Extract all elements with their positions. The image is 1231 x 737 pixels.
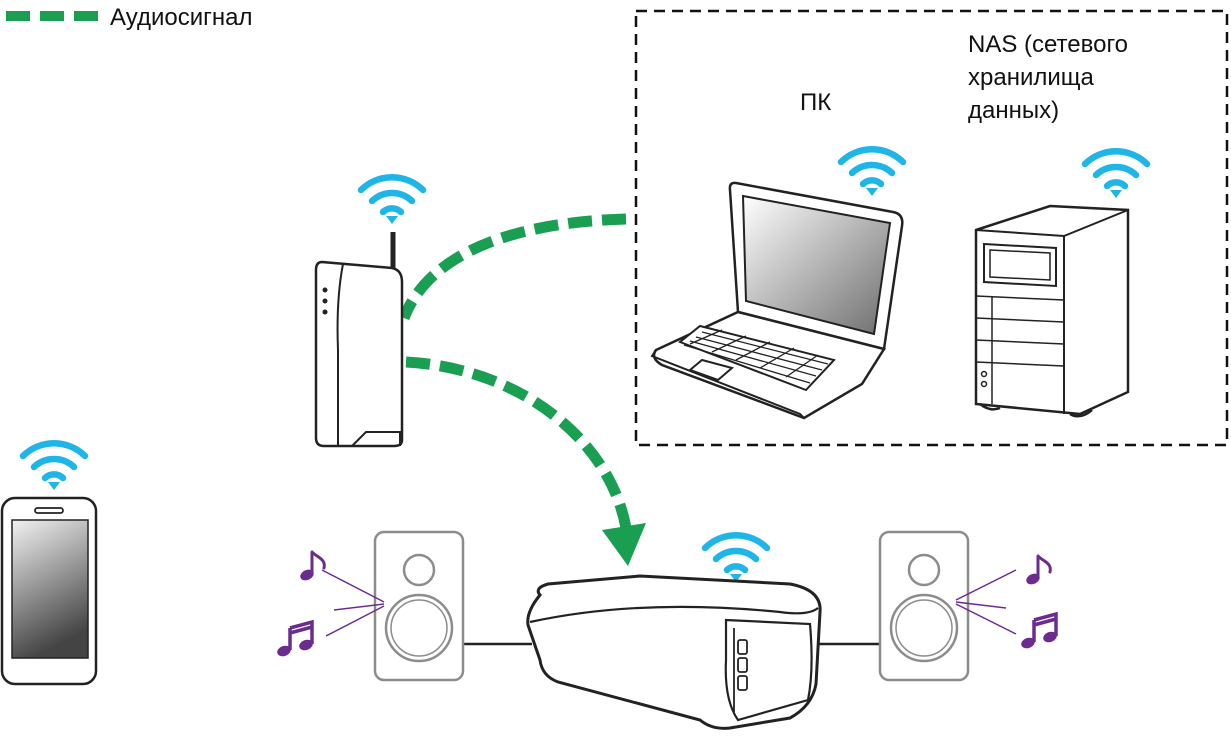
audio-signal-line-router-to-amplifier <box>405 356 632 529</box>
network-group-box <box>634 9 1229 447</box>
nas-icon <box>974 151 1147 418</box>
audio-signal-arrowhead <box>602 523 646 566</box>
wifi-icon <box>23 443 85 490</box>
speaker-right-icon <box>878 530 970 682</box>
music-note-icon <box>1017 612 1061 652</box>
wifi-icon <box>1085 151 1147 198</box>
laptop-icon <box>650 149 903 420</box>
speaker-left-icon <box>373 530 465 682</box>
nas-label: NAS (сетевого хранилища данных) <box>968 31 1129 124</box>
wifi-icon <box>361 177 423 224</box>
wifi-icon <box>705 535 767 582</box>
audio-signal-line-pc-to-router <box>398 213 627 321</box>
music-note-icon <box>273 620 317 660</box>
sound-waves-right <box>955 569 1017 635</box>
router-icon <box>314 177 423 448</box>
sound-waves-left <box>321 569 385 637</box>
legend-label: Аудиосигнал <box>110 4 253 31</box>
music-note-icon <box>297 550 326 584</box>
wifi-icon <box>841 149 903 196</box>
pc-label: ПК <box>800 89 832 116</box>
amplifier-icon <box>526 535 822 730</box>
music-note-icon <box>1023 554 1052 588</box>
smartphone-icon <box>0 443 98 686</box>
